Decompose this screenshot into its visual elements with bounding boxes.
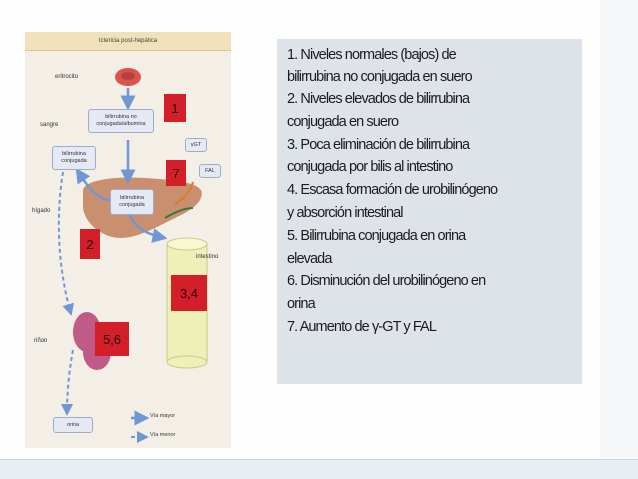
list-line: orina <box>287 296 316 312</box>
list-line: 4. Escasa formación de urobilinógeno <box>287 182 498 198</box>
box-text-line: conjugada/albumina <box>96 121 146 127</box>
box-orina: orina <box>53 417 93 433</box>
list-line: conjugada por bilis al intestino <box>287 159 453 175</box>
marker-1: 1 <box>164 94 186 122</box>
list-line: 5. Bilirrubina conjugada en orina <box>287 228 466 244</box>
erythrocyte-icon <box>115 68 141 86</box>
list-line: 7. Aumento de γ-GT y FAL <box>287 319 437 335</box>
list-line: bilirrubina no conjugada en suero <box>287 69 473 85</box>
marker-2: 2 <box>80 229 100 259</box>
enzyme-arrow <box>174 181 194 205</box>
box-text-line: conjugada <box>61 158 87 164</box>
legend-minor-path: Vía menor <box>150 432 176 438</box>
box-ggt: γGT <box>185 138 207 152</box>
box-conjugated-bilirubin-blood: bilirrubina conjugada <box>52 146 96 170</box>
findings-list-panel: 1. Niveles normales (bajos) de bilirrubi… <box>277 39 582 384</box>
legend-major-path: Vía mayor <box>150 413 176 419</box>
marker-7: 7 <box>166 160 186 186</box>
list-line: conjugada en suero <box>287 114 399 130</box>
marker-5-6: 5,6 <box>95 322 129 356</box>
diagram-artwork <box>57 68 208 443</box>
label-intestino: intestino <box>196 254 219 260</box>
label-sangre: sangre <box>40 122 59 128</box>
minor-pathway-arrows <box>57 171 149 443</box>
diagram-title: Ictericia post-hepática <box>25 32 231 51</box>
label-eritrocito: eritrocito <box>55 74 79 80</box>
box-text-line: bilirrubina no <box>105 114 137 120</box>
list-line: 1. Niveles normales (bajos) de <box>287 47 457 63</box>
box-text-line: bilirrubina <box>62 151 86 157</box>
list-line: 3. Poca eliminación de bilirrubina <box>287 137 470 153</box>
box-conjugated-bilirubin-liver: bilirrubina conjugada <box>110 189 154 215</box>
box-text-line: bilirrubina <box>120 195 144 201</box>
box-unconjugated-bilirubin: bilirrubina no conjugada/albumina <box>88 109 154 133</box>
box-fal: FAL <box>199 164 221 178</box>
footer-divider <box>0 459 638 460</box>
marker-3-4: 3,4 <box>171 275 207 311</box>
list-line: y absorción intestinal <box>287 205 404 221</box>
footer-band <box>0 460 638 479</box>
list-line: 6. Disminución del urobilinógeno en <box>287 273 486 289</box>
box-text-line: conjugada <box>119 202 145 208</box>
list-line: 2. Niveles elevados de bilirrubina <box>287 91 470 107</box>
label-rinon: riñon <box>34 338 48 344</box>
slide-edge-shadow <box>600 0 638 460</box>
list-line: elevada <box>287 251 332 267</box>
label-higado: hígado <box>32 208 51 214</box>
